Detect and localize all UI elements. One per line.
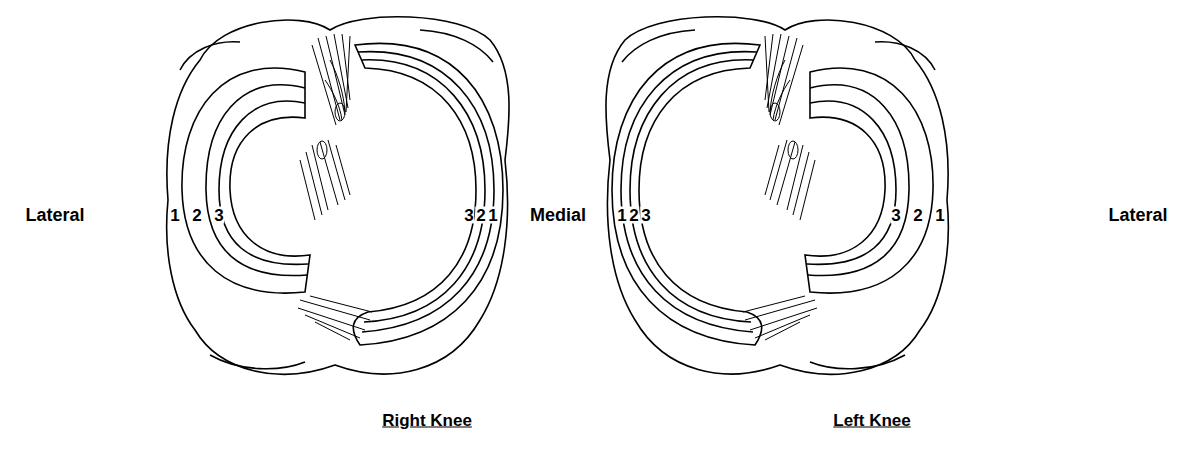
zone-line xyxy=(358,52,494,332)
zone-number: 1 xyxy=(934,207,945,224)
rim-line xyxy=(420,30,493,62)
zone-line xyxy=(206,85,307,276)
side-label: Lateral xyxy=(25,206,84,224)
zone-number: 1 xyxy=(169,207,180,224)
rim-line xyxy=(210,355,305,369)
zone-line xyxy=(219,101,308,264)
ligament-hatching xyxy=(298,34,372,340)
knee-caption: Left Knee xyxy=(833,412,910,429)
zone-number: 2 xyxy=(912,207,923,224)
lateral-meniscus xyxy=(182,68,310,293)
rim-line xyxy=(180,42,240,70)
zone-number: 2 xyxy=(191,207,202,224)
zone-number: 2 xyxy=(475,207,486,224)
left-knee-plateau xyxy=(606,17,948,374)
zone-number: 3 xyxy=(463,207,474,224)
zone-number: 3 xyxy=(640,207,651,224)
medial-meniscus xyxy=(353,43,503,345)
side-label: Medial xyxy=(530,206,586,224)
zone-number: 1 xyxy=(487,207,498,224)
zone-line xyxy=(361,60,485,322)
side-label: Lateral xyxy=(1108,206,1167,224)
zone-number: 3 xyxy=(213,207,224,224)
tibial-plateau xyxy=(167,17,509,374)
zone-number: 2 xyxy=(628,207,639,224)
zone-number: 3 xyxy=(890,207,901,224)
zone-number: 1 xyxy=(616,207,627,224)
plateau-outline xyxy=(167,17,509,374)
knee-caption: Right Knee xyxy=(382,412,472,429)
